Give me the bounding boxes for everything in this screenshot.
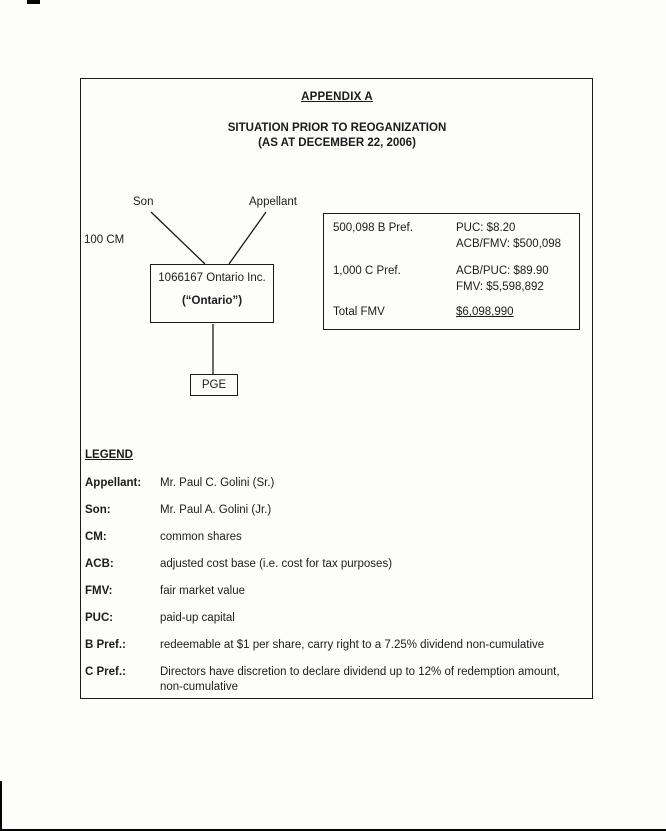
legend-term: CM:: [85, 531, 107, 543]
legend-definition: common shares: [160, 531, 242, 543]
pge-box: PGE: [190, 374, 238, 396]
legend-term: Son:: [85, 504, 111, 516]
ontario-company-box: 1066167 Ontario Inc. (“Ontario”): [150, 264, 274, 323]
share-values-cell: ACB/PUC: $89.90 FMV: $5,598,892: [456, 264, 549, 295]
legend-item: ACB: adjusted cost base (i.e. cost for t…: [85, 557, 570, 572]
scan-artifact: [0, 781, 2, 831]
share-value-line: PUC: $8.20: [456, 222, 516, 234]
table-row: 500,098 B Pref. PUC: $8.20 ACB/FMV: $500…: [333, 221, 570, 252]
page-border: [80, 78, 593, 699]
total-fmv-value: $6,098,990: [456, 306, 514, 318]
legend-definition: redeemable at $1 per share, carry right …: [160, 639, 545, 651]
legend-definition: Directors have discretion to declare div…: [160, 666, 560, 693]
share-summary-table: 500,098 B Pref. PUC: $8.20 ACB/FMV: $500…: [323, 213, 580, 330]
table-row: 1,000 C Pref. ACB/PUC: $89.90 FMV: $5,59…: [333, 264, 570, 295]
pge-label: PGE: [201, 379, 227, 391]
scan-artifact: [0, 829, 666, 831]
legend-definition: Mr. Paul A. Golini (Jr.): [160, 504, 272, 516]
legend-term: FMV:: [85, 585, 113, 597]
total-fmv-label: Total FMV: [333, 306, 385, 318]
appellant-label: Appellant: [249, 196, 297, 208]
page-title: APPENDIX A: [301, 91, 373, 103]
legend-definition: fair market value: [160, 585, 246, 597]
share-values-cell: PUC: $8.20 ACB/FMV: $500,098: [456, 221, 561, 252]
legend-term: PUC:: [85, 612, 114, 624]
scan-artifact: [27, 0, 40, 4]
legend-term: C Pref.:: [85, 666, 126, 678]
share-values-cell: $6,098,990: [456, 305, 514, 321]
legend-definition: paid-up capital: [160, 612, 235, 624]
share-value-line: ACB/PUC: $89.90: [456, 265, 549, 277]
page-date-line: (AS AT DECEMBER 22, 2006): [258, 137, 416, 149]
company-name: 1066167 Ontario Inc.: [158, 272, 266, 284]
share-class-cell: 500,098 B Pref.: [333, 222, 413, 234]
legend-term: B Pref.:: [85, 639, 126, 651]
share-class-cell: 1,000 C Pref.: [333, 265, 401, 277]
share-value-line: FMV: $5,598,892: [456, 280, 544, 293]
legend-term: Appellant:: [85, 477, 142, 489]
legend-item: FMV: fair market value: [85, 584, 570, 599]
company-nickname: (“Ontario”): [181, 295, 243, 307]
legend-item: C Pref.: Directors have discretion to de…: [85, 665, 570, 695]
title-block: APPENDIX A SITUATION PRIOR TO REOGANIZAT…: [80, 91, 594, 149]
page-subtitle: SITUATION PRIOR TO REOGANIZATION: [227, 122, 447, 134]
legend-term: ACB:: [85, 558, 114, 570]
legend-item: Son: Mr. Paul A. Golini (Jr.): [85, 503, 570, 518]
legend-definition: adjusted cost base (i.e. cost for tax pu…: [160, 558, 393, 570]
share-value-line: ACB/FMV: $500,098: [456, 237, 562, 250]
legend-definition: Mr. Paul C. Golini (Sr.): [160, 477, 275, 489]
legend-item: Appellant: Mr. Paul C. Golini (Sr.): [85, 476, 570, 491]
legend-item: B Pref.: redeemable at $1 per share, car…: [85, 638, 570, 653]
legend-section: LEGEND Appellant: Mr. Paul C. Golini (Sr…: [85, 448, 570, 707]
legend-item: CM: common shares: [85, 530, 570, 545]
legend-item: PUC: paid-up capital: [85, 611, 570, 626]
common-shares-label: 100 CM: [84, 234, 125, 246]
table-row: Total FMV $6,098,990: [333, 305, 570, 321]
legend-heading: LEGEND: [85, 449, 133, 461]
son-label: Son: [133, 196, 154, 208]
